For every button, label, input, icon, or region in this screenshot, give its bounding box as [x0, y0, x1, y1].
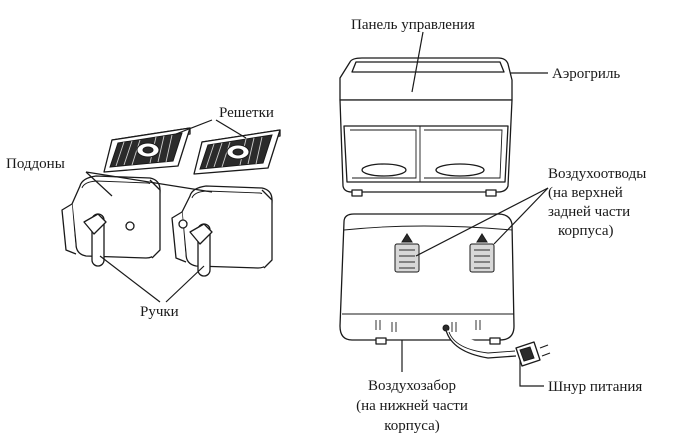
air-outlets-label-line-2: (на верхней: [548, 185, 623, 201]
grate-left: [103, 127, 191, 173]
grates-label: Решетки: [219, 105, 274, 121]
air-outlets-label-line-1: Воздухоотводы: [548, 166, 646, 182]
tray-left: [61, 175, 161, 267]
handles-label: Ручки: [140, 304, 179, 320]
triangle-up-icon: [401, 233, 413, 243]
trays-label: Поддоны: [6, 156, 65, 172]
air-intake-label-line-1: Воздухозабор: [368, 378, 456, 394]
air-grill-label: Аэрогриль: [552, 66, 620, 82]
air-intake-label-line-3: корпуса): [384, 418, 440, 434]
air-outlets-label-line-3: задней части: [548, 204, 630, 220]
air-outlets-label-line-4: корпуса): [558, 223, 614, 239]
grate-right: [193, 129, 281, 175]
tray-right: [171, 185, 273, 277]
power-cord-label: Шнур питания: [548, 379, 642, 395]
air-grill-unit: [339, 57, 513, 197]
control-panel-label: Панель управления: [351, 17, 475, 33]
power-plug-icon: [515, 341, 551, 367]
power-cord: [445, 329, 551, 367]
leader-lines: [85, 31, 549, 387]
base-body: [339, 213, 515, 345]
air-intake-label-line-2: (на нижней части: [356, 398, 468, 414]
triangle-up-icon: [476, 233, 488, 243]
